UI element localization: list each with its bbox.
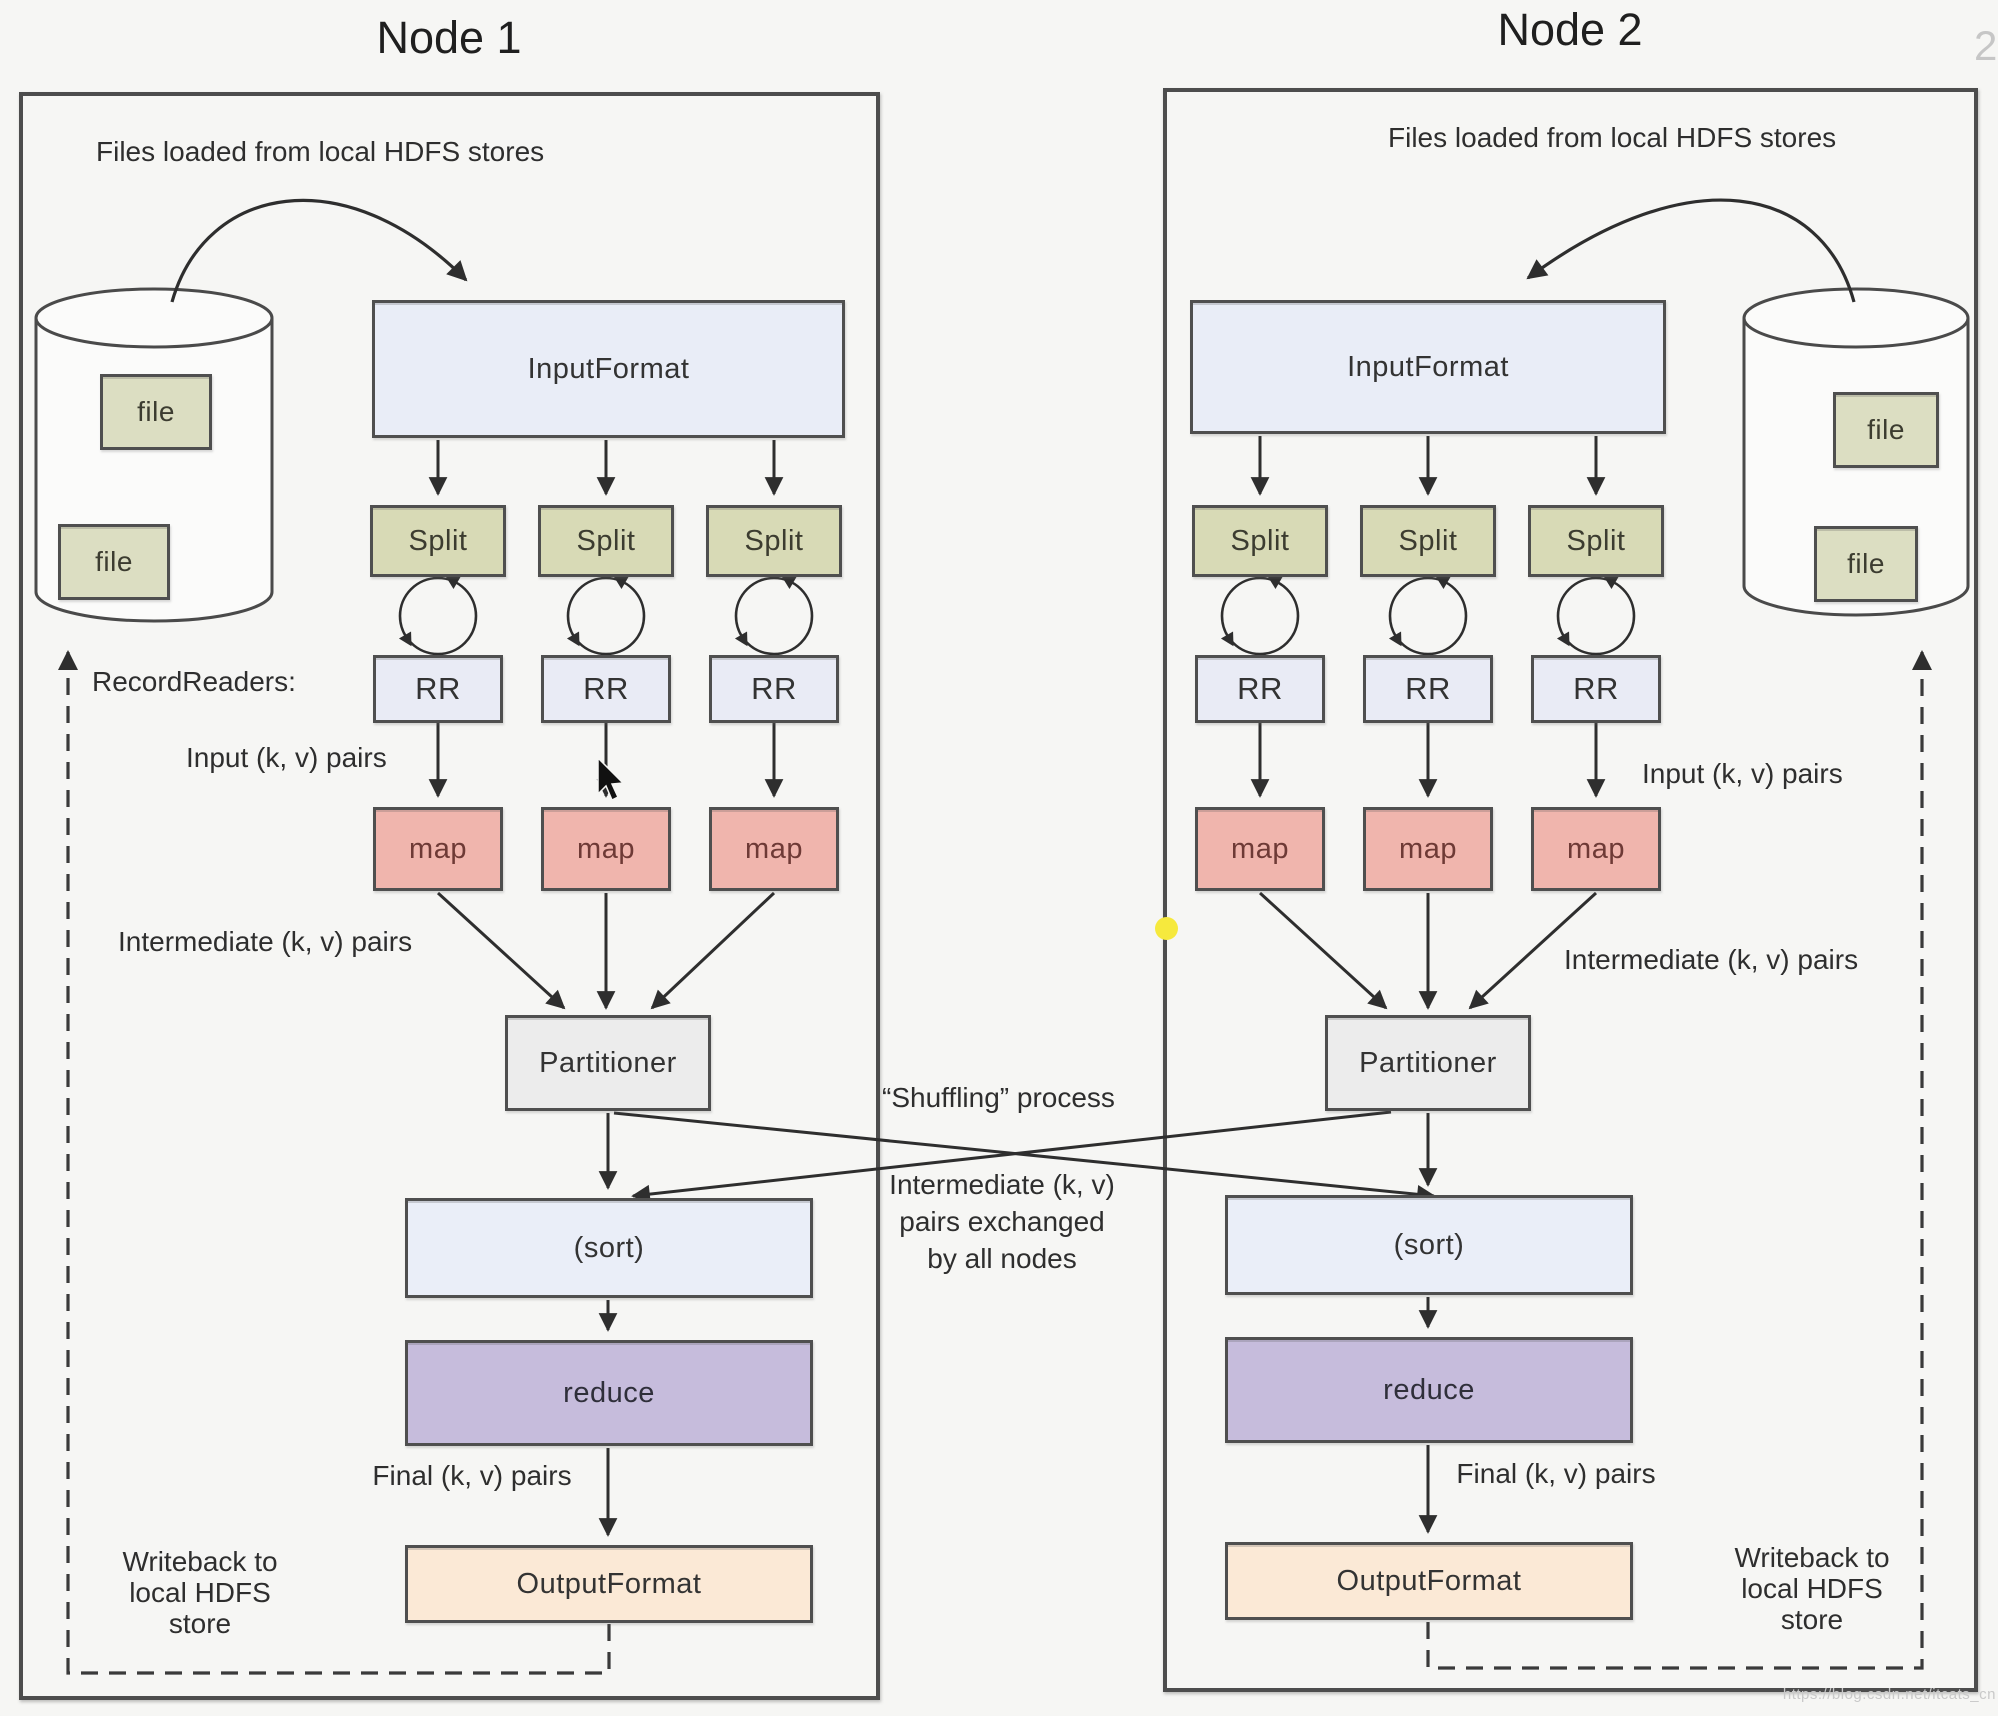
node2-files-loaded-label: Files loaded from local HDFS stores [1388,122,1837,153]
node1-writeback-line1: Writeback to [122,1546,278,1577]
node1-file-1: file [100,374,212,450]
pairs-exchanged-line2: pairs exchanged [899,1206,1105,1237]
node2-split-1: Split [1192,505,1328,577]
node1-recordreaders-label: RecordReaders: [92,666,296,697]
node2-inputformat-box: InputFormat [1190,300,1666,434]
node2-split-2: Split [1360,505,1496,577]
node2-final-pairs-label: Final (k, v) pairs [1456,1458,1656,1489]
node1-sort-box: (sort) [405,1198,813,1298]
node2-input-pairs-label: Input (k, v) pairs [1642,758,1843,789]
node1-map-3: map [709,807,839,891]
node2-reduce-box: reduce [1225,1337,1633,1443]
node1-container [19,92,880,1700]
node2-writeback-line2: local HDFS [1741,1573,1883,1604]
load-arc-node1 [170,199,468,303]
node2-sort-box: (sort) [1225,1195,1633,1295]
mouse-cursor [597,756,625,802]
load-arc-node2 [1526,198,1856,303]
map-partitioner-arrows-node2 [1258,891,1598,1010]
node1-map-2: map [541,807,671,891]
node1-intermediate-pairs-label: Intermediate (k, v) pairs [118,926,413,957]
node2-file-2: file [1814,526,1918,602]
node2-intermediate-pairs-label: Intermediate (k, v) pairs [1564,944,1859,975]
shuffle-cross-arrows [613,1110,1436,1204]
node2-rr-3: RR [1531,655,1661,723]
node1-partitioner-box: Partitioner [505,1015,711,1111]
node1-files-loaded-label: Files loaded from local HDFS stores [96,136,545,167]
node1-writeback-line3: store [168,1608,232,1639]
node2-writeback-line1: Writeback to [1734,1542,1890,1573]
pairs-exchanged-label: Intermediate (k, v) pairs exchanged by a… [889,1166,1115,1277]
node1-map-1: map [373,807,503,891]
node1-input-pairs-label: Input (k, v) pairs [186,742,387,773]
node2-partitioner-box: Partitioner [1325,1015,1531,1111]
inputformat-split-arrows-node1 [428,440,784,496]
node2-writeback-label: Writeback to local HDFS store [1734,1542,1889,1635]
node1-rr-2: RR [541,655,671,723]
node1-inputformat-box: InputFormat [372,300,845,438]
node2-container [1163,88,1978,1692]
pairs-exchanged-line3: by all nodes [927,1243,1077,1274]
node1-final-pairs-label: Final (k, v) pairs [372,1460,572,1491]
node2-title: Node 2 [1497,4,1643,55]
map-partitioner-arrows-node1 [436,891,776,1010]
writeback-path-node2 [1426,650,1932,1670]
node1-split-2: Split [538,505,674,577]
node1-writeback-label: Writeback to local HDFS store [122,1546,277,1639]
corner-digit: 2 [1974,22,1998,69]
pairs-exchanged-line1: Intermediate (k, v) [889,1169,1115,1200]
node1-split-3: Split [706,505,842,577]
node1-reduce-box: reduce [405,1340,813,1446]
node2-rr-1: RR [1195,655,1325,723]
record-reader-loops-node1 [398,576,814,656]
node1-file-2: file [58,524,170,600]
node2-rr-2: RR [1363,655,1493,723]
node1-writeback-line2: local HDFS [129,1577,271,1608]
node1-split-1: Split [370,505,506,577]
inputformat-split-arrows-node2 [1250,436,1606,496]
node1-rr-3: RR [709,655,839,723]
node2-writeback-line3: store [1780,1604,1844,1635]
node1-rr-1: RR [373,655,503,723]
node2-outputformat-box: OutputFormat [1225,1542,1633,1620]
node2-split-3: Split [1528,505,1664,577]
node1-title: Node 1 [376,12,522,63]
node1-outputformat-box: OutputFormat [405,1545,813,1623]
node2-map-1: map [1195,807,1325,891]
node2-file-1: file [1833,392,1939,468]
watermark-url: https://blog.csdn.net/itcats_cn [1782,1686,1996,1703]
highlight-dot [1155,917,1178,940]
node2-map-2: map [1363,807,1493,891]
rr-map-arrows-node2 [1250,723,1606,798]
node2-map-3: map [1531,807,1661,891]
shuffling-process-label: “Shuffling” process [882,1082,1115,1113]
writeback-path-node1 [58,650,611,1675]
record-reader-loops-node2 [1220,576,1636,656]
